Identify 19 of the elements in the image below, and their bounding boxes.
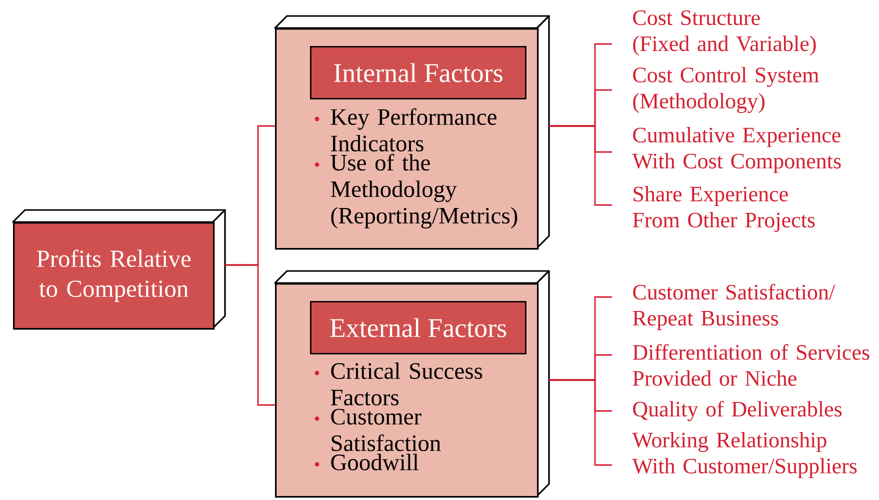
connector-line <box>549 379 612 466</box>
factor-text: Cost Control System (Methodology) <box>633 67 819 113</box>
bullet-item: Use of the Methodology (Reporting/Metrics) <box>314 154 518 228</box>
header-box: Internal Factors <box>310 46 526 100</box>
connector-line <box>225 264 275 406</box>
bullet-item: Critical Success Factors <box>314 362 482 406</box>
factor-text: Working Relationship With Customer/Suppliers <box>632 432 857 478</box>
bullet-item: Customer Satisfaction <box>314 408 441 452</box>
factor-text: Share Experience From Other Projects <box>632 186 815 232</box>
factor-text: Cumulative Experience With Cost Components <box>632 127 841 173</box>
bullet-item: Key Performance Indicators <box>314 108 496 152</box>
factor-text: Cost Structure (Fixed and Variable) <box>633 10 816 56</box>
factor-text: Differentiation of Services Provided or Niche <box>632 344 870 386</box>
header-box: External Factors <box>310 301 526 354</box>
factor-text: Quality of Deliverables <box>633 400 842 422</box>
title-box: Profits Relative to Competition <box>12 209 226 330</box>
factor-text: Customer Satisfaction/ Repeat Business <box>632 284 836 330</box>
bullet-item: Goodwill <box>314 454 418 470</box>
connector-line <box>549 125 612 206</box>
